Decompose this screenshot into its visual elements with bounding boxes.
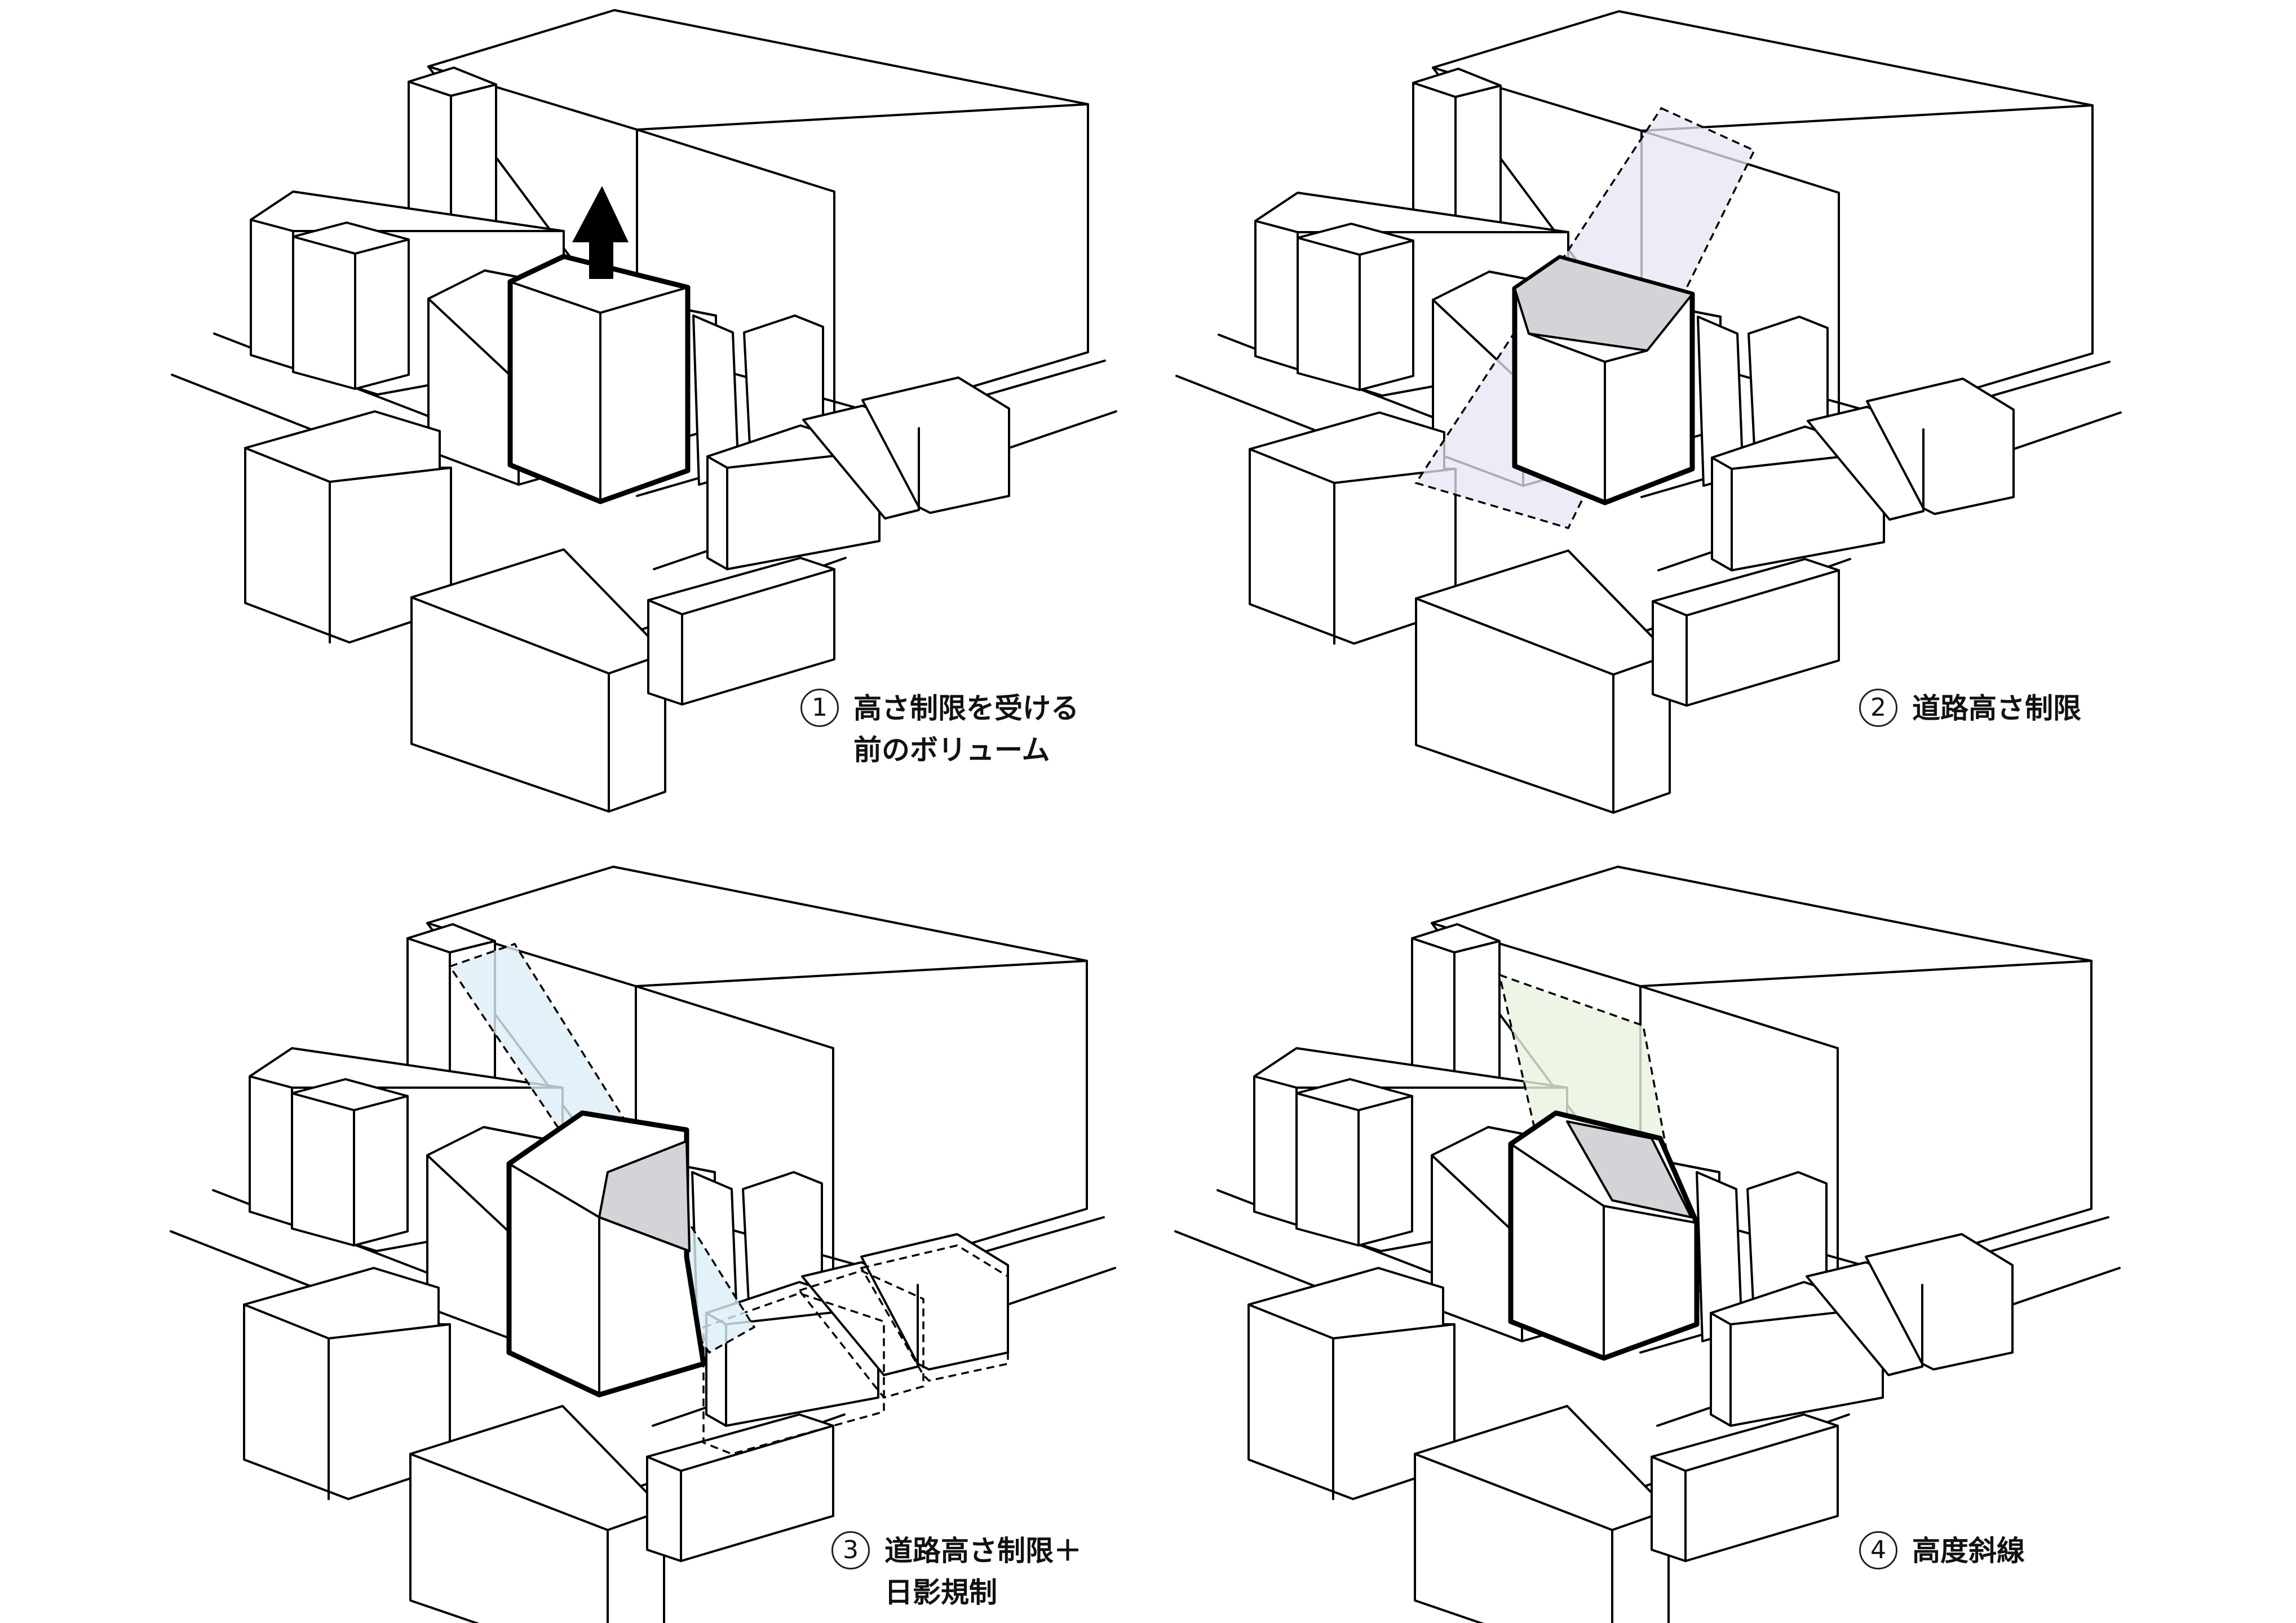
caption-line: 前のボリューム — [853, 734, 1050, 766]
panel-3 — [170, 866, 1116, 1623]
number-badge: 1 — [800, 689, 839, 727]
caption-line: 日影規制 — [884, 1576, 997, 1609]
number-badge: 2 — [1859, 689, 1897, 727]
caption-line: 高さ制限を受ける — [853, 692, 1079, 725]
caption-4: 4 高度斜線 — [1859, 1530, 2025, 1572]
up-arrow-icon — [572, 186, 629, 279]
panel-1 — [171, 9, 1117, 813]
caption-1: 1 高さ制限を受ける 前のボリューム — [800, 688, 1079, 771]
caption-line: 道路高さ制限 — [1912, 692, 2081, 725]
panel-4 — [1174, 866, 2121, 1623]
caption-3: 3 道路高さ制限＋ 日影規制 — [831, 1530, 1082, 1613]
panel-2 — [1175, 10, 2122, 814]
caption-line: 道路高さ制限＋ — [884, 1535, 1082, 1567]
caption-line: 高度斜線 — [1912, 1535, 2025, 1567]
number-badge: 4 — [1859, 1531, 1897, 1569]
caption-2: 2 道路高さ制限 — [1859, 688, 2081, 729]
number-badge: 3 — [831, 1531, 870, 1569]
